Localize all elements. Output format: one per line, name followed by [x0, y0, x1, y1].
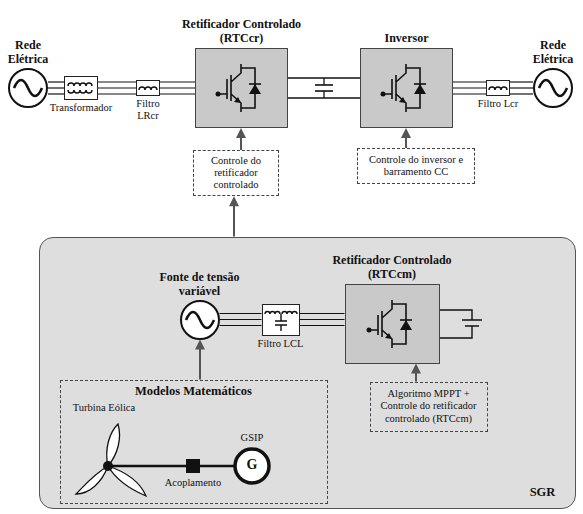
part-label: Acoplamento [158, 477, 228, 489]
sine-symbol [14, 80, 567, 328]
three-phase-wire [160, 82, 195, 94]
three-phase-wire [48, 82, 64, 94]
node-label: Inversor [337, 32, 477, 46]
node-label: Modelos Matemáticos [94, 384, 294, 398]
transformer-box: Transformador [64, 76, 98, 100]
node-label: SGR [523, 485, 563, 499]
three-phase-wire [220, 314, 262, 326]
converter-box: Retificador Controlado (RTCcm) [345, 284, 440, 364]
node-label: Controle do inversor e barramento CC [360, 154, 472, 178]
part-label: GSIP [227, 432, 277, 444]
dc-capacitor [440, 310, 482, 338]
signal-arrow [401, 128, 411, 148]
emulator-region: SGR Fonte de tensão variávelFiltro LCL Ret… [39, 237, 576, 509]
node-label: Retificador Controlado (RTCcm) [322, 254, 462, 282]
part-label: Turbina Eólica [64, 402, 144, 414]
generator-letter: G [242, 457, 262, 473]
three-phase-wire [98, 82, 136, 94]
node-label: Fonte de tensão variável [154, 271, 246, 299]
node-label: Rede Elétrica [2, 39, 54, 67]
igbt-symbol [216, 64, 427, 348]
control-box: Controle do retificador controlado [193, 150, 279, 196]
signal-arrow [411, 364, 421, 382]
node-label: Algoritmo MPPT + Controle do retificador… [373, 388, 485, 424]
node-label: Retificador Controlado (RTCcr) [172, 18, 312, 46]
signal-arrow [236, 128, 246, 150]
node-label: Transformador [36, 102, 126, 114]
coil-symbol [68, 83, 507, 331]
node-label: Rede Elétrica [527, 39, 579, 67]
node-label: Filtro Lcr [476, 98, 520, 110]
wind-turbine [76, 424, 269, 496]
converter-box: Inversor [360, 48, 453, 128]
three-phase-wire [510, 82, 533, 94]
control-box: Algoritmo MPPT + Controle do retificador… [370, 382, 488, 432]
control-box: Controle do inversor e barramento CC [357, 148, 475, 184]
three-phase-wire [453, 82, 486, 94]
signal-arrow [229, 196, 239, 236]
dc-bus [288, 78, 360, 98]
three-phase-wire [300, 314, 345, 326]
node-label: Controle do retificador controlado [196, 155, 276, 191]
node-label: Filtro LRcr [126, 98, 170, 122]
node-label: Filtro LCL [251, 338, 311, 350]
signal-arrow [195, 340, 205, 380]
converter-box: Retificador Controlado (RTCcr) [195, 48, 288, 128]
